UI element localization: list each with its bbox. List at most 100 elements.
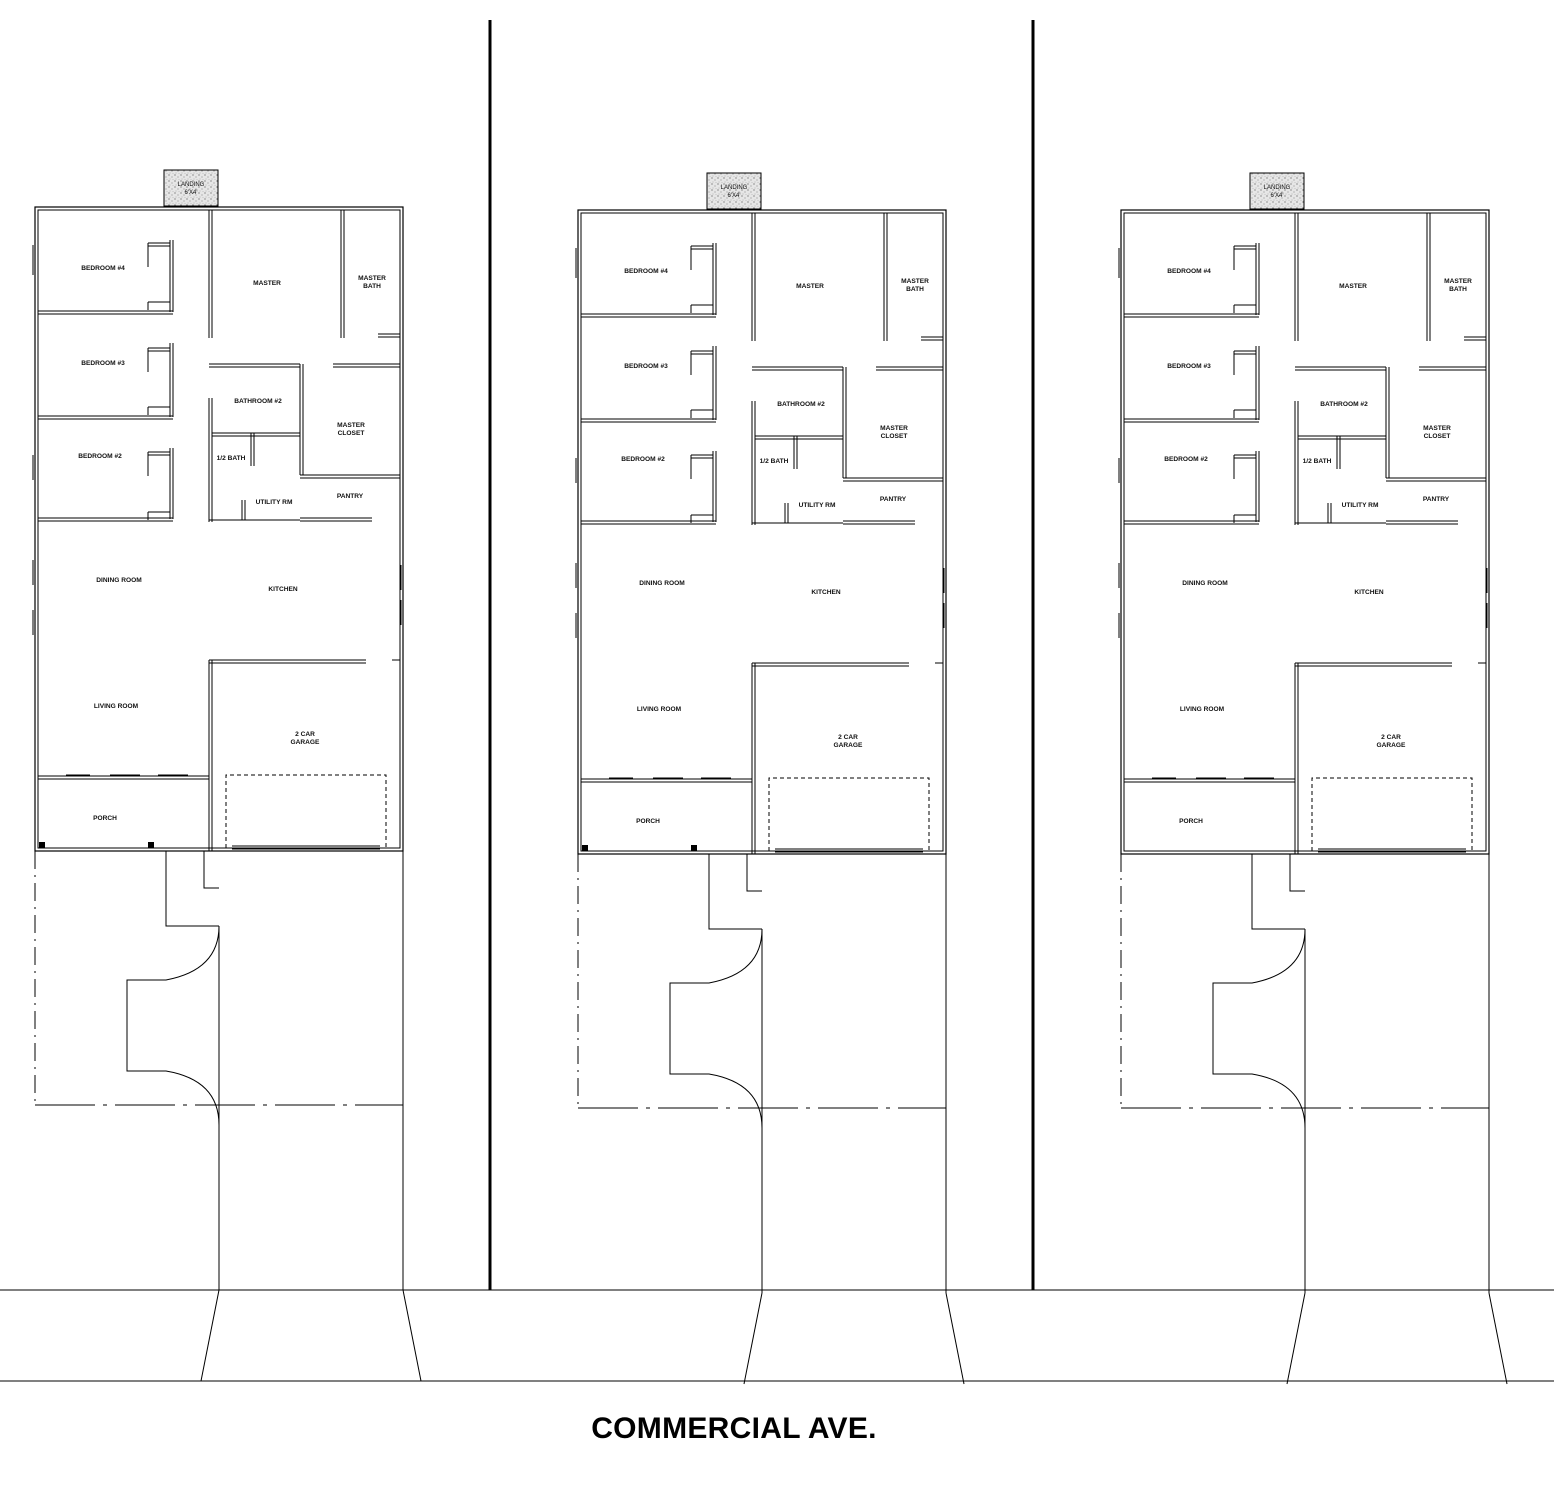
room-label-bedroom-3-line: BEDROOM #3 [624, 363, 668, 370]
room-label-master: MASTER [796, 283, 824, 290]
room-label-pantry: PANTRY [1423, 496, 1450, 503]
room-label-porch-line: PORCH [636, 818, 660, 825]
room-label-half-bath: 1/2 BATH [1303, 458, 1332, 465]
landing-label-line: 6'X4' [185, 190, 198, 196]
porch-post [39, 842, 45, 848]
room-label-bedroom-4-line: BEDROOM #4 [624, 268, 668, 275]
room-label-living: LIVING ROOM [637, 706, 682, 713]
room-label-master-line: MASTER [796, 283, 824, 290]
exterior-wall-inner [37, 209, 401, 849]
exterior-wall-inner [580, 212, 944, 852]
room-label-kitchen: KITCHEN [268, 586, 298, 593]
room-label-bedroom-2-line: BEDROOM #2 [78, 453, 122, 460]
room-label-dining: DINING ROOM [96, 577, 142, 584]
room-label-bedroom-3-line: BEDROOM #3 [1167, 363, 1211, 370]
landing-label: LANDING 6'X4' [178, 182, 205, 196]
room-label-kitchen-line: KITCHEN [811, 589, 841, 596]
room-label-garage-line: GARAGE [1377, 742, 1407, 749]
room-label-master-bath-line: BATH [363, 283, 381, 290]
room-label-bedroom-4: BEDROOM #4 [81, 265, 125, 272]
room-label-bedroom-2-line: BEDROOM #2 [1164, 456, 1208, 463]
room-label-master-closet-line: CLOSET [881, 433, 908, 440]
room-label-bedroom-3: BEDROOM #3 [624, 363, 668, 370]
walkway-step [708, 854, 762, 930]
room-label-dining-line: DINING ROOM [96, 577, 142, 584]
room-label-master-closet-line: CLOSET [1424, 433, 1451, 440]
room-label-kitchen-line: KITCHEN [1354, 589, 1384, 596]
walkway-step [203, 851, 219, 889]
walkway-step [746, 854, 762, 892]
room-label-living: LIVING ROOM [1180, 706, 1225, 713]
room-label-bedroom-2: BEDROOM #2 [621, 456, 665, 463]
room-label-half-bath-line: 1/2 BATH [217, 455, 246, 462]
room-label-bedroom-2: BEDROOM #2 [78, 453, 122, 460]
room-label-bathroom-2: BATHROOM #2 [1320, 401, 1368, 408]
room-label-master-bath-line: MASTER [1444, 278, 1472, 285]
driveway-apron [402, 1289, 422, 1382]
porch-post [691, 845, 697, 851]
room-label-garage-line: 2 CAR [838, 734, 858, 741]
room-label-half-bath-line: 1/2 BATH [760, 458, 789, 465]
lot-plan: LANDING 6'X4' BEDROOM #4 BEDROOM #3 BEDROOM … [32, 169, 422, 1382]
room-label-bedroom-4-line: BEDROOM #4 [81, 265, 125, 272]
landing-label-line: LANDING [1264, 185, 1291, 191]
room-label-master-closet-line: CLOSET [338, 430, 365, 437]
room-label-dining-line: DINING ROOM [1182, 580, 1228, 587]
room-label-utility-line: UTILITY RM [256, 499, 293, 506]
garage-door-outline [225, 774, 387, 848]
room-label-utility: UTILITY RM [1342, 502, 1379, 509]
room-label-kitchen: KITCHEN [811, 589, 841, 596]
room-label-bedroom-3: BEDROOM #3 [1167, 363, 1211, 370]
room-label-pantry: PANTRY [337, 493, 364, 500]
room-label-bedroom-3: BEDROOM #3 [81, 360, 125, 367]
room-label-living: LIVING ROOM [94, 703, 139, 710]
room-label-bathroom-2-line: BATHROOM #2 [777, 401, 825, 408]
room-label-dining-line: DINING ROOM [639, 580, 685, 587]
room-label-master: MASTER [253, 280, 281, 287]
porch-post [582, 845, 588, 851]
room-label-garage-line: 2 CAR [295, 731, 315, 738]
room-label-master-bath-line: BATH [906, 286, 924, 293]
room-label-bedroom-2: BEDROOM #2 [1164, 456, 1208, 463]
front-walkway [1212, 928, 1306, 1129]
street-name: COMMERCIAL AVE. [591, 1412, 877, 1445]
landing-label-line: 6'X4' [1271, 193, 1284, 199]
room-label-master-bath-line: MASTER [358, 275, 386, 282]
garage-door-outline [1311, 777, 1473, 851]
front-walkway [126, 925, 220, 1126]
landing-label-line: LANDING [178, 182, 205, 188]
landing-label-line: LANDING [721, 185, 748, 191]
room-label-half-bath-line: 1/2 BATH [1303, 458, 1332, 465]
room-label-master: MASTER [1339, 283, 1367, 290]
room-label-bathroom-2-line: BATHROOM #2 [234, 398, 282, 405]
room-label-master-closet-line: MASTER [1423, 425, 1451, 432]
room-label-porch: PORCH [636, 818, 660, 825]
room-label-pantry-line: PANTRY [337, 493, 364, 500]
room-label-master-closet-line: MASTER [337, 422, 365, 429]
room-label-master-bath-line: BATH [1449, 286, 1467, 293]
room-label-porch-line: PORCH [93, 815, 117, 822]
room-label-living-line: LIVING ROOM [637, 706, 682, 713]
room-label-utility: UTILITY RM [799, 502, 836, 509]
room-label-master-closet-line: MASTER [880, 425, 908, 432]
room-label-bathroom-2: BATHROOM #2 [234, 398, 282, 405]
walkway-step [1289, 854, 1305, 892]
room-label-bedroom-2-line: BEDROOM #2 [621, 456, 665, 463]
room-label-dining: DINING ROOM [639, 580, 685, 587]
room-label-porch: PORCH [93, 815, 117, 822]
room-label-bathroom-2-line: BATHROOM #2 [1320, 401, 1368, 408]
room-label-bathroom-2: BATHROOM #2 [777, 401, 825, 408]
landing-pad [163, 169, 219, 207]
room-label-pantry-line: PANTRY [1423, 496, 1450, 503]
exterior-wall [577, 209, 947, 855]
room-label-half-bath: 1/2 BATH [760, 458, 789, 465]
